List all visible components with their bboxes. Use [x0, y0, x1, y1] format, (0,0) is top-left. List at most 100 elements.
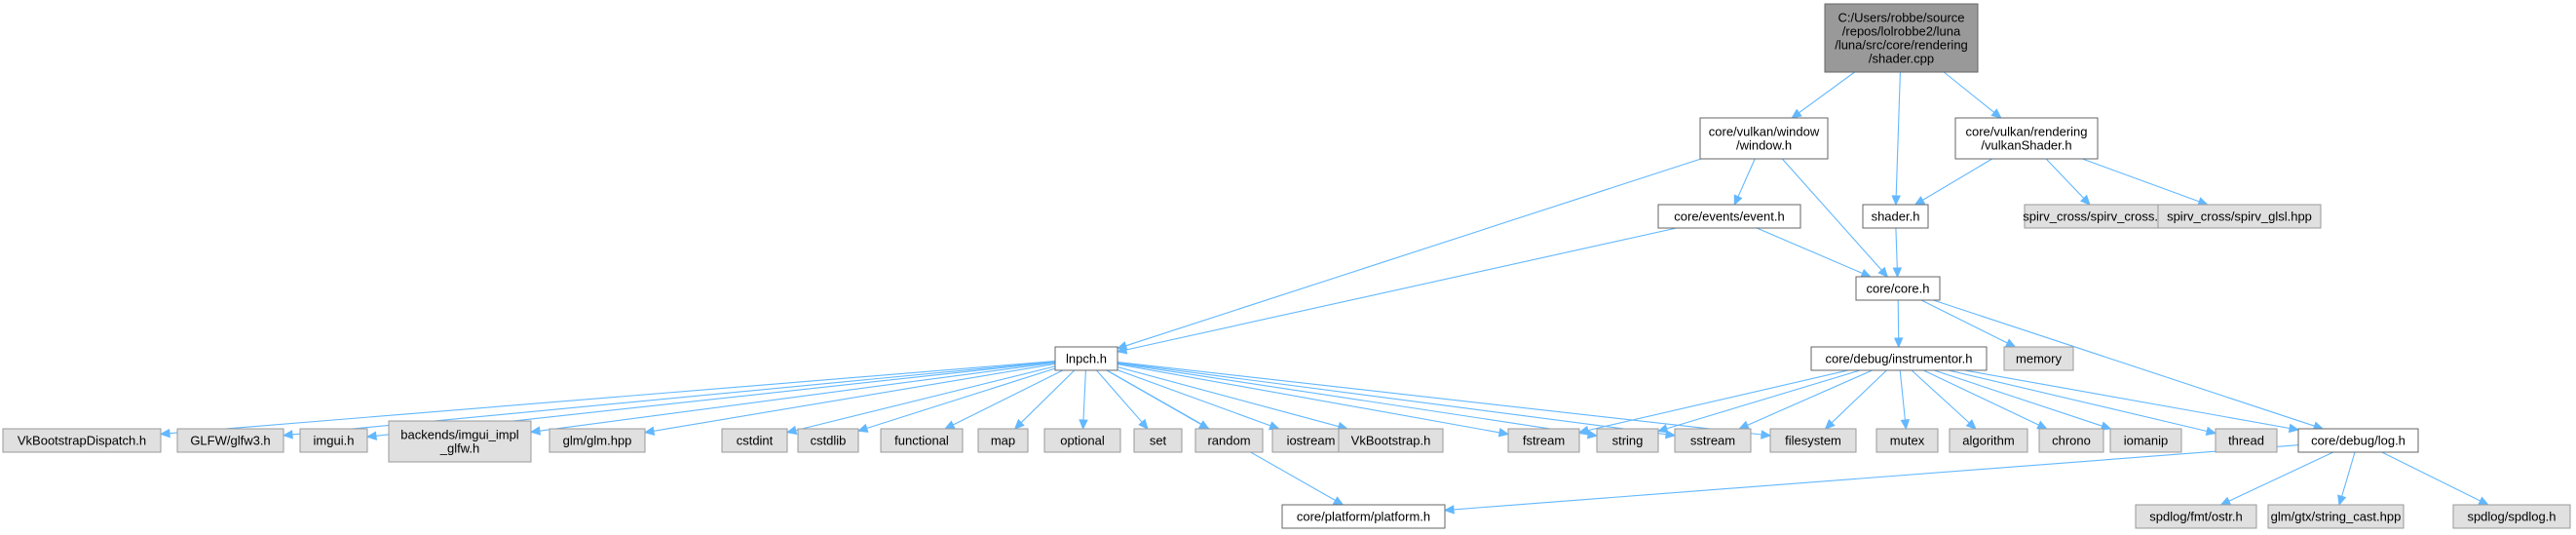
- graph-node-root[interactable]: C:/Users/robbe/source/repos/lolrobbe2/lu…: [1824, 3, 1979, 73]
- edge-line: [169, 361, 1056, 435]
- edge-line: [1117, 362, 1667, 436]
- node-box: [1133, 428, 1183, 453]
- graph-node-iostream: iostream: [1271, 428, 1350, 453]
- graph-node-imgui-impl: backends/imgui_impl_glfw.h: [388, 420, 532, 463]
- node-label: optional: [1060, 434, 1105, 448]
- graph-node-platform[interactable]: core/platform/platform.h: [1281, 504, 1446, 529]
- graph-node-string-cast: glm/gtx/string_cast.hpp: [2267, 504, 2405, 529]
- graph-node-lnpch[interactable]: lnpch.h: [1054, 346, 1118, 371]
- node-label: cstdlib: [811, 434, 847, 448]
- node-label: spdlog/fmt/ostr.h: [2149, 510, 2242, 524]
- graph-node-shader[interactable]: shader.h: [1862, 204, 1929, 229]
- node-box: [977, 428, 1029, 453]
- edge-line: [1831, 369, 1887, 424]
- edge-line: [1117, 369, 1271, 427]
- graph-node-log[interactable]: core/debug/log.h: [2297, 428, 2419, 453]
- edge-arrowhead: [1738, 420, 1750, 430]
- edge-vulkanShader-to-spirv-glsl: [2082, 158, 2209, 207]
- edge-arrowhead: [856, 423, 869, 433]
- graph-node-window[interactable]: core/vulkan/window/window.h: [1699, 117, 1829, 160]
- edge-instrumentor-to-thread: [1948, 369, 2217, 437]
- node-label: chrono: [2052, 434, 2091, 448]
- edge-core-to-memory: [1920, 299, 2017, 348]
- graph-node-random: random: [1194, 428, 1264, 453]
- node-label: /window.h: [1736, 138, 1792, 153]
- edge-line: [2045, 158, 2085, 199]
- graph-node-cstdlib: cstdlib: [797, 428, 859, 453]
- node-box: [2157, 204, 2322, 229]
- node-box: [1043, 428, 1121, 453]
- edge-line: [952, 369, 1064, 426]
- edge-line: [1934, 369, 2102, 427]
- node-box: [2109, 428, 2182, 453]
- node-box: [1810, 346, 1988, 371]
- edge-arrowhead: [2337, 494, 2347, 507]
- node-box: [1862, 204, 1929, 229]
- graph-node-sstream: sstream: [1674, 428, 1752, 453]
- node-box: [1338, 428, 1444, 453]
- node-label: memory: [2016, 352, 2062, 366]
- edge-window-to-lnpch: [1116, 158, 1702, 351]
- edge-instrumentor-to-sstream: [1738, 369, 1873, 430]
- edge-line: [1117, 363, 1589, 436]
- graph-node-set: set: [1133, 428, 1183, 453]
- edge-arrowhead: [1990, 108, 2002, 119]
- node-box: [1875, 428, 1939, 453]
- node-box: [1596, 428, 1659, 453]
- edge-arrowhead: [1733, 194, 1743, 207]
- graph-node-vkb: VkBootstrap.h: [1338, 428, 1444, 453]
- graph-node-algorithm: algorithm: [1949, 428, 2028, 453]
- node-box: [549, 428, 646, 453]
- edge-line: [1125, 227, 1677, 351]
- edge-arrowhead: [2219, 496, 2232, 506]
- edge-line: [1082, 369, 1086, 421]
- edge-line: [1020, 369, 1076, 424]
- edge-line: [1587, 369, 1849, 432]
- node-label: glm/glm.hpp: [563, 434, 632, 448]
- edge-lnpch-to-string: [1117, 363, 1599, 439]
- node-label: sstream: [1690, 434, 1735, 448]
- node-label: core/debug/instrumentor.h: [1825, 352, 1972, 366]
- edge-instrumentor-to-mutex: [1899, 369, 1911, 431]
- graph-node-memory: memory: [2003, 346, 2074, 371]
- node-box: [1271, 428, 1350, 453]
- node-label: /luna/src/core/rendering: [1835, 38, 1968, 53]
- edge-instrumentor-to-fstream: [1577, 369, 1849, 436]
- node-label: backends/imgui_impl: [400, 428, 519, 442]
- node-label: functional: [894, 434, 949, 448]
- edge-vulkanShader-to-spirv-cross: [2045, 158, 2091, 206]
- node-box: [2, 428, 162, 453]
- edge-root-to-vulkanShader: [1943, 71, 2002, 119]
- edge-vulkanShader-to-shader: [1913, 158, 1992, 206]
- edge-arrowhead: [1761, 430, 1772, 439]
- graph-node-core[interactable]: core/core.h: [1855, 276, 1941, 301]
- graph-node-instrumentor[interactable]: core/debug/instrumentor.h: [1810, 346, 1988, 371]
- node-label: /vulkanShader.h: [1981, 138, 2071, 153]
- node-box: [1281, 504, 1446, 529]
- node-box: [2135, 504, 2257, 529]
- graph-node-event[interactable]: core/events/event.h: [1657, 204, 1801, 229]
- edge-line: [1920, 299, 2008, 344]
- edge-line: [1948, 369, 2208, 433]
- edge-log-to-ostr: [2219, 451, 2334, 506]
- graph-node-thread: thread: [2215, 428, 2278, 453]
- edge-line: [2228, 451, 2334, 502]
- edge-arrowhead: [1497, 428, 1510, 438]
- graph-node-optional: optional: [1043, 428, 1121, 453]
- edge-line: [1933, 299, 2315, 427]
- edge-instrumentor-to-iomanip: [1934, 369, 2112, 431]
- graph-node-imgui: imgui.h: [299, 428, 368, 453]
- graph-node-mutex: mutex: [1875, 428, 1939, 453]
- node-label: core/events/event.h: [1674, 210, 1784, 224]
- graph-node-glm: glm/glm.hpp: [549, 428, 646, 453]
- node-label: glm/gtx/string_cast.hpp: [2271, 510, 2402, 524]
- edge-shader-to-core: [1892, 227, 1903, 279]
- graph-node-vulkanShader[interactable]: core/vulkan/rendering/vulkanShader.h: [1954, 117, 2099, 160]
- graph-node-spdlog: spdlog/spdlog.h: [2452, 504, 2571, 529]
- node-label: set: [1150, 434, 1167, 448]
- graph-node-map: map: [977, 428, 1029, 453]
- edge-lnpch-to-glm: [643, 363, 1056, 436]
- edge-line: [1897, 299, 1900, 339]
- edge-window-to-core: [1781, 158, 1889, 278]
